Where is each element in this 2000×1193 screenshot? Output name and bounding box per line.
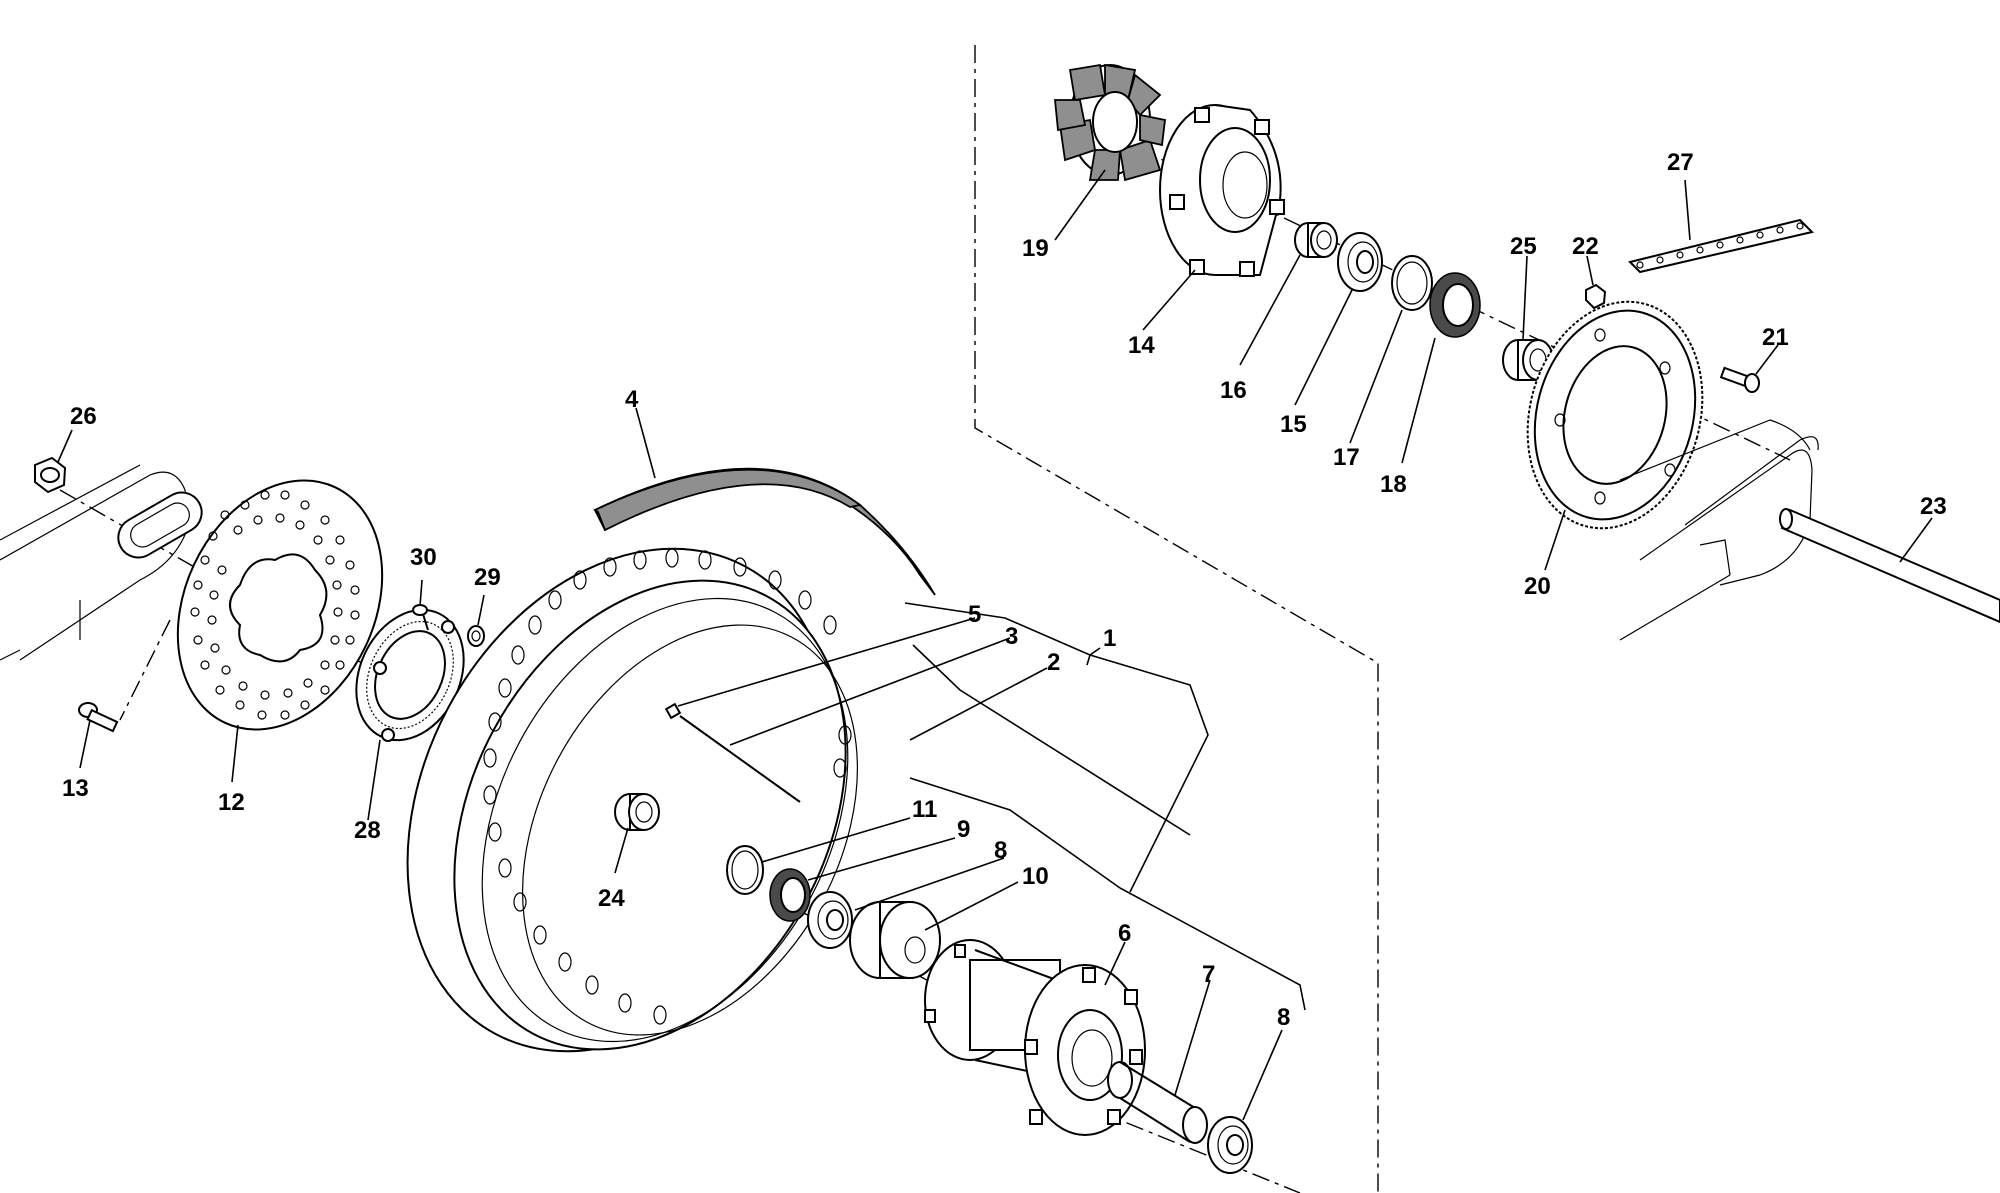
nut-22: [1585, 283, 1607, 310]
circlip-17: [1391, 255, 1433, 311]
bolt-21: [1719, 366, 1760, 393]
oil-seal-9: [769, 868, 811, 922]
label-1: 1: [1103, 625, 1116, 652]
leader-lines: [57, 169, 1933, 1121]
label-21: 21: [1762, 324, 1789, 351]
bearing-8b: [1207, 1116, 1253, 1174]
label-6: 6: [1118, 920, 1131, 947]
bolt-13: [78, 702, 119, 733]
label-13: 13: [62, 775, 89, 802]
rear-sprocket-20: [1526, 300, 1704, 530]
part-labels: 1 2 3 4 5 6 7 8 8 9 10 11 12 13 14 15 16…: [62, 149, 1947, 1031]
label-5: 5: [968, 601, 981, 628]
group-brace-1: [904, 602, 1306, 1011]
abs-tone-ring-28: [355, 608, 465, 742]
circlip-11: [726, 845, 764, 895]
washer-29: [467, 625, 485, 647]
label-3: 3: [1005, 623, 1018, 650]
label-20: 20: [1524, 573, 1551, 600]
valve-5: [664, 702, 682, 720]
label-9: 9: [957, 816, 970, 843]
rim-strip-4: [593, 467, 936, 596]
oil-seal-18: [1429, 272, 1481, 338]
label-28: 28: [354, 817, 381, 844]
label-29: 29: [474, 564, 501, 591]
label-19: 19: [1022, 235, 1049, 262]
brake-disc-12: [176, 479, 384, 731]
label-7: 7: [1202, 961, 1215, 988]
spacer-24: [614, 793, 660, 831]
label-27: 27: [1667, 149, 1694, 176]
label-10: 10: [1022, 863, 1049, 890]
axle-23: [1779, 508, 2000, 624]
nut-26: [34, 456, 67, 494]
label-24: 24: [598, 885, 625, 912]
label-2: 2: [1047, 649, 1060, 676]
spacer-16: [1294, 222, 1338, 258]
label-14: 14: [1128, 332, 1155, 359]
label-8a: 8: [994, 837, 1007, 864]
sprocket-carrier-14: [1159, 104, 1285, 277]
label-4: 4: [625, 386, 639, 413]
spacer-tube-7: [1107, 1061, 1208, 1144]
label-23: 23: [1920, 493, 1947, 520]
spoke-3: [679, 715, 801, 803]
bearing-15: [1337, 232, 1383, 292]
label-15: 15: [1280, 411, 1307, 438]
label-8b: 8: [1277, 1004, 1290, 1031]
label-12: 12: [218, 789, 245, 816]
spacer-25: [1502, 339, 1554, 381]
label-18: 18: [1380, 471, 1407, 498]
chain-27: [1628, 218, 1814, 274]
cush-drive-rubbers-19: [1054, 63, 1166, 182]
label-16: 16: [1220, 377, 1247, 404]
label-30: 30: [410, 544, 437, 571]
label-22: 22: [1572, 233, 1599, 260]
spacer-10: [849, 901, 941, 979]
bearing-8a: [807, 891, 853, 949]
label-17: 17: [1333, 444, 1360, 471]
swingarm-left: [0, 464, 203, 661]
label-25: 25: [1510, 233, 1537, 260]
label-11: 11: [912, 796, 937, 823]
group-outline-hub-assembly: [974, 45, 1379, 1193]
label-26: 26: [70, 403, 97, 430]
